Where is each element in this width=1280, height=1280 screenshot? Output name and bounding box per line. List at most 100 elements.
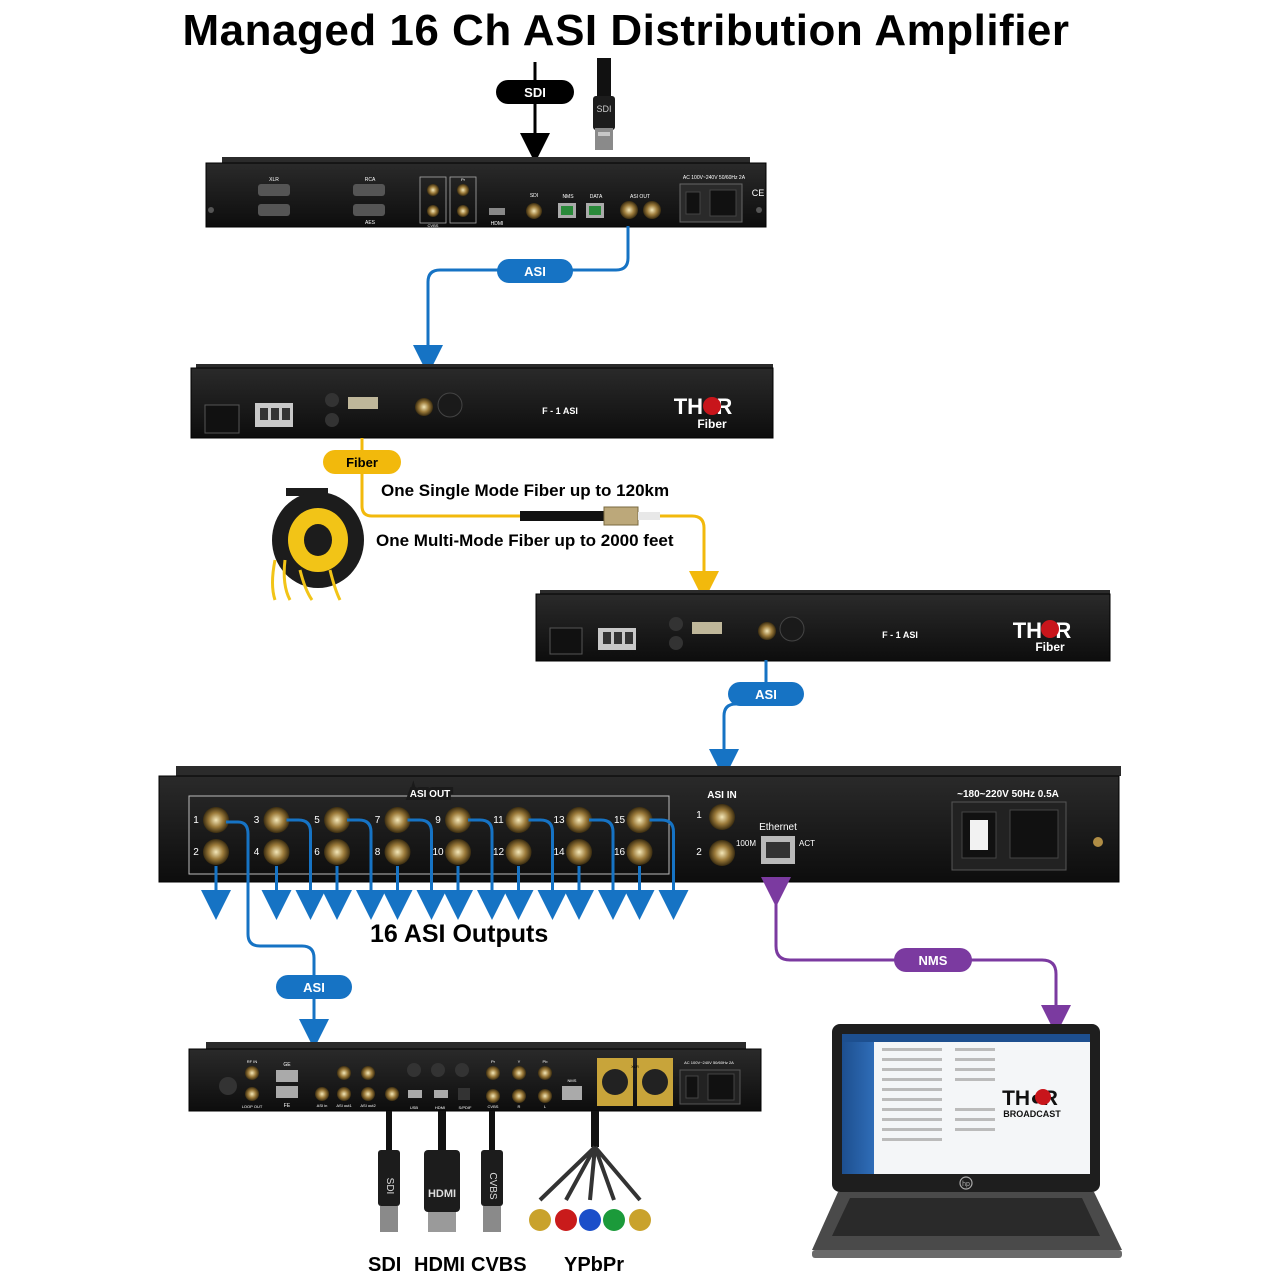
- thor-globe-icon: [703, 397, 721, 415]
- sdi-cable-top-label: SDI: [596, 104, 611, 114]
- asi-out-port-2: [203, 839, 229, 865]
- ird-label-ge: GE: [283, 1062, 291, 1068]
- outputs-caption: 16 ASI Outputs: [370, 920, 548, 948]
- ird-label-y: Y: [518, 1059, 521, 1064]
- sdi-label-pill: SDI: [496, 80, 574, 104]
- ird-label-hdmi: HDMI: [435, 1105, 445, 1110]
- fiber-label-text: Fiber: [346, 455, 378, 470]
- fiber-receiver: F - 1 ASI TH●R Fiber: [535, 590, 1111, 662]
- asi-link-1: [413, 226, 630, 375]
- ird-label-fe: FE: [284, 1103, 291, 1109]
- bottom-label-ypbpr: YPbPr: [564, 1254, 625, 1276]
- encoder-label-pr: Pr: [461, 177, 466, 182]
- ce-mark: CE: [752, 188, 765, 198]
- laptop-logo: hp: [962, 1181, 970, 1188]
- ird-label-l: L: [544, 1104, 547, 1109]
- sdi-label-text: SDI: [524, 85, 546, 100]
- ird-label-r: R: [518, 1104, 521, 1109]
- speed-label: 100M: [736, 839, 756, 848]
- asi-out-number-14: 14: [553, 847, 565, 858]
- asi-link-3: [226, 820, 329, 1049]
- asi-in-label: ASI IN: [707, 790, 736, 801]
- encoder-label-nms: NMS: [562, 194, 574, 200]
- asi-in-2-port: [709, 840, 735, 866]
- asi-out-number-9: 9: [435, 815, 441, 826]
- sdi-output-cable: SDI: [378, 1111, 400, 1232]
- asi-out-label: ASI OUT: [410, 789, 451, 800]
- ird-label-cvbs: CVBS: [488, 1104, 499, 1109]
- encoder-label-rca: RCA: [365, 177, 376, 183]
- asi-out-number-2: 2: [193, 847, 199, 858]
- encoder-label-cvbs: CVBS: [428, 223, 439, 228]
- asi-label-text-2: ASI: [755, 687, 777, 702]
- encoder-label-data: DATA: [590, 194, 603, 200]
- asi-output-arrow-7: [407, 818, 447, 920]
- asi-out-number-3: 3: [254, 815, 260, 826]
- asi-out-number-1: 1: [193, 815, 199, 826]
- asi-out-number-13: 13: [553, 815, 565, 826]
- asi-out-number-10: 10: [432, 847, 444, 858]
- asi-out-number-11: 11: [493, 815, 504, 826]
- ird-label-loop-out: LOOP OUT: [242, 1104, 263, 1109]
- asi-output-arrow-15: [649, 818, 689, 920]
- asi-out-port-14: [566, 839, 592, 865]
- asi-out-number-15: 15: [614, 815, 626, 826]
- fiber-transmitter-brand-sub: Fiber: [697, 417, 727, 431]
- laptop-brand-sub: BROADCAST: [1003, 1109, 1061, 1119]
- ird-label-pb: Pb: [543, 1059, 549, 1064]
- asi-out-port-4: [263, 839, 290, 865]
- asi-label-text-3: ASI: [303, 980, 325, 995]
- multi-mode-note: One Multi-Mode Fiber up to 2000 feet: [376, 531, 674, 550]
- asi-link-2: [709, 660, 768, 779]
- ird-label-xlr: XLR: [631, 1064, 639, 1069]
- asi-out-port-6: [324, 839, 350, 865]
- asi-out-port-3: [263, 807, 290, 833]
- asi-out-port-7: [384, 807, 411, 833]
- asi-label-pill-3: ASI: [276, 975, 352, 999]
- asi-out-number-7: 7: [375, 815, 381, 826]
- asi-out-port-16: [626, 839, 653, 865]
- asi-out-port-12: [505, 839, 532, 865]
- sdi-cable-label: SDI: [384, 1178, 395, 1195]
- encoder-label-hdmi: HDMI: [491, 221, 504, 227]
- nms-label-text: NMS: [919, 953, 948, 968]
- sdi-cable-connector: SDI: [593, 58, 615, 150]
- encoder-device: XLR RCA AES CVBS Pr HDMI SDI NMS DATA AS…: [205, 157, 767, 228]
- fiber-transmitter-model: F - 1 ASI: [542, 406, 578, 416]
- fiber-receiver-brand-sub: Fiber: [1035, 640, 1065, 654]
- act-label: ACT: [799, 839, 815, 848]
- fiber-reel-icon: [271, 488, 364, 601]
- asi-out-port-10: [445, 839, 471, 865]
- asi-output-arrow-5: [347, 818, 386, 920]
- ird-power-label: AC 100V~240V 50/60Hz 2A: [684, 1060, 734, 1065]
- asi-output-arrow-3: [286, 818, 326, 920]
- ypbpr-output-cable: [529, 1111, 651, 1231]
- asi-out-number-6: 6: [314, 847, 320, 858]
- fiber-link: [360, 438, 520, 518]
- asi-label-pill-1: ASI: [497, 259, 573, 283]
- asi-label-pill-2: ASI: [728, 682, 804, 706]
- asi-out-number-4: 4: [254, 847, 260, 858]
- asi-label-text-1: ASI: [524, 264, 546, 279]
- fiber-label-pill: Fiber: [323, 450, 401, 474]
- asi-out-port-8: [384, 839, 411, 865]
- encoder-label-aes: AES: [365, 220, 376, 226]
- page-title: Managed 16 Ch ASI Distribution Amplifier: [182, 6, 1070, 55]
- thor-globe-icon: [1041, 620, 1059, 638]
- cvbs-cable-label: CVBS: [487, 1172, 498, 1200]
- ird-label-asi-in: ASI in: [317, 1103, 328, 1108]
- encoder-label-asi-out: ASI OUT: [630, 194, 650, 200]
- encoder-label-xlr: XLR: [269, 177, 279, 183]
- ird-label-pr: Pr: [491, 1059, 496, 1064]
- ird-label-usb: USB: [410, 1105, 419, 1110]
- ird-label-spdif: S/PDIF: [459, 1105, 472, 1110]
- ground-icon: [1093, 837, 1103, 847]
- laptop-form-lines: [882, 1048, 995, 1141]
- asi-output-arrow-13: [589, 818, 628, 920]
- thor-globe-icon: [1035, 1089, 1051, 1105]
- fiber-receiver-model: F - 1 ASI: [882, 630, 918, 640]
- bottom-label-sdi: SDI: [368, 1254, 402, 1276]
- fiber-link-right: [640, 514, 719, 601]
